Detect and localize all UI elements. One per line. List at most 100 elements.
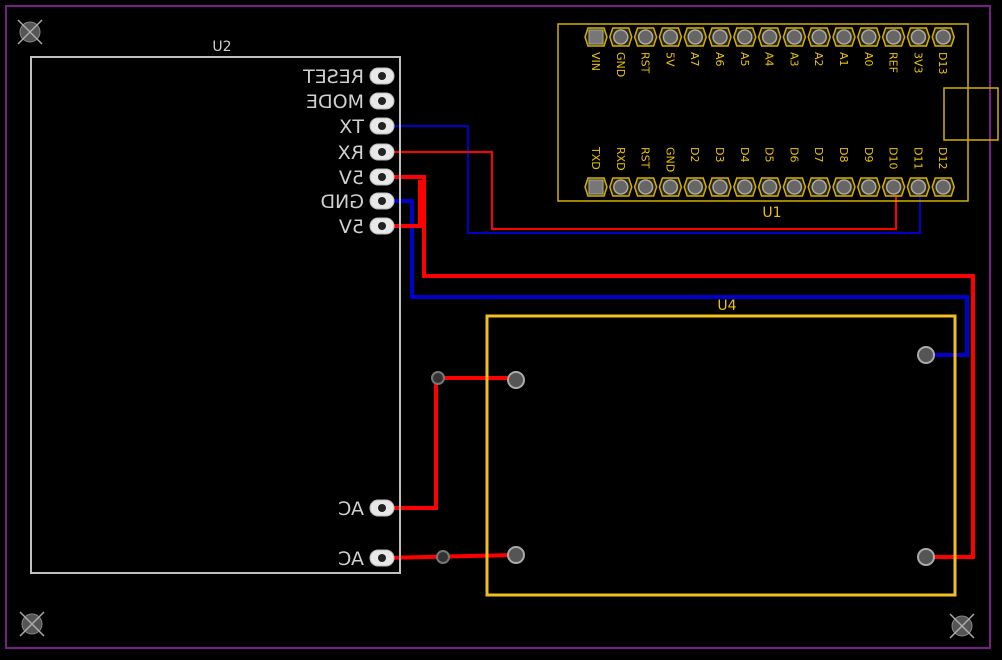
u1-pin-top[interactable]: A7 [683,27,707,67]
trace-rx-d10[interactable] [382,151,897,230]
trace-5v2[interactable] [382,180,422,228]
u1-pin-top[interactable]: RST [633,27,658,74]
u4-designator: U4 [717,298,736,314]
u1-pin-label: 3V3 [911,52,924,74]
trace-gnd-u4[interactable] [382,199,969,357]
u1-pin-bottom[interactable]: GND [658,147,683,197]
u2-pin[interactable]: TX [339,116,395,138]
u1-pin-bottom[interactable]: D7 [807,147,831,197]
u2-pin-label: RESET [303,66,364,88]
u1-pin-label: D3 [713,147,726,162]
u2-designator: U2 [212,39,231,55]
u2-pin[interactable]: GND [320,191,395,213]
u1-pin-bottom[interactable]: D11 [906,147,931,197]
via [436,550,450,564]
u1-pin-bottom[interactable]: D9 [857,147,881,197]
u1-pin-label: RST [639,52,652,74]
u1-pin-label: D12 [936,147,949,169]
board-outline [5,5,991,649]
u1-pin-label: A4 [763,52,776,67]
u1-pin-top[interactable]: A5 [733,27,757,67]
u1-pin-top[interactable]: 5V [658,27,683,67]
u1-pin-top[interactable]: A0 [857,27,881,67]
u1-pin-label: A2 [812,52,825,67]
u1-pin-label: A1 [837,52,850,67]
u1-pin-label: A7 [688,52,701,67]
u1-pin-top[interactable]: A6 [708,27,732,67]
u4-pad[interactable] [917,548,935,566]
u1-pin-top[interactable]: 3V3 [906,27,931,74]
trace-tx-d11[interactable] [382,125,921,234]
u1-pin-top[interactable]: D13 [931,27,955,74]
u2-pin-label: 5V [339,216,364,238]
u1-pin-label: TXD [589,146,602,170]
u1-pin-bottom[interactable]: RXD [609,147,633,197]
u2-pin[interactable]: RESET [303,66,395,88]
mounting-hole-icon [17,19,43,45]
mounting-hole-icon [949,613,975,639]
u2-pin[interactable]: AC [338,548,395,570]
u1-pin-label: VIN [589,52,602,71]
trace-ac1-u4[interactable] [382,376,516,510]
u2-pin[interactable]: 5V [339,167,395,189]
u1-pin-top[interactable]: VIN [584,27,608,71]
u2-pin-label: GND [320,191,364,213]
u4-pad[interactable] [507,546,525,564]
u4-footprint[interactable]: U4 [485,298,957,597]
u1-pin-label: D4 [738,147,751,162]
u1-pin-label: D11 [911,147,924,169]
trace-5v-u4[interactable] [382,175,975,559]
u1-pin-label: D10 [887,147,900,169]
u1-pin-label: D13 [936,52,949,74]
u1-pin-label: GND [663,147,676,172]
u1-pin-label: REF [887,52,900,73]
u1-pin-bottom[interactable]: D6 [782,147,807,197]
u4-pad[interactable] [917,346,935,364]
u1-pin-label: A3 [787,52,800,67]
via [431,371,445,385]
u2-pin-label: RX [338,142,364,164]
u2-pin[interactable]: MODE [306,91,395,113]
mounting-hole-icon [19,611,45,637]
u1-pin-bottom[interactable]: D2 [683,147,707,197]
u1-pin-bottom[interactable]: TXD [584,146,608,197]
u1-pin-label: RXD [614,147,627,171]
u1-usb-connector [943,87,999,141]
u1-designator: U1 [762,205,781,221]
u1-pin-label: D5 [763,147,776,162]
u1-pin-top[interactable]: A1 [832,27,856,67]
u1-pin-top[interactable]: A4 [757,27,782,67]
u2-pin-label: 5V [339,167,364,189]
u1-pin-bottom[interactable]: RST [633,147,658,197]
u2-pin[interactable]: 5V [339,216,395,238]
u1-pin-label: A6 [713,52,726,67]
u4-pad[interactable] [507,371,525,389]
u2-pin[interactable]: RX [338,142,395,164]
u1-pin-bottom[interactable]: D8 [832,147,856,197]
u1-pin-bottom[interactable]: D4 [733,147,757,197]
u1-pin-top[interactable]: A3 [782,27,807,67]
u1-pin-top[interactable]: A2 [807,27,831,67]
u2-pin-label: MODE [306,91,364,113]
u1-pin-top[interactable]: REF [881,27,906,73]
u1-pin-top[interactable]: GND [609,27,633,77]
u2-pin-label: TX [339,116,365,138]
u2-pin-label: AC [338,498,364,520]
u1-pin-label: A5 [738,52,751,67]
u1-pin-label: GND [614,52,627,77]
u1-pin-bottom[interactable]: D10 [881,147,906,197]
u1-pin-label: RST [639,147,652,169]
u2-pin[interactable]: AC [338,498,395,520]
u1-pin-bottom[interactable]: D12 [931,147,955,197]
u1-pin-label: D2 [688,147,701,162]
u1-pin-bottom[interactable]: D5 [757,147,782,197]
u2-pin-label: AC [338,548,364,570]
u1-pin-label: 5V [663,52,676,67]
u1-pin-label: D7 [812,147,825,162]
u1-pin-label: D6 [787,147,800,162]
u1-pin-label: D9 [862,147,875,162]
u1-pin-bottom[interactable]: D3 [708,147,732,197]
